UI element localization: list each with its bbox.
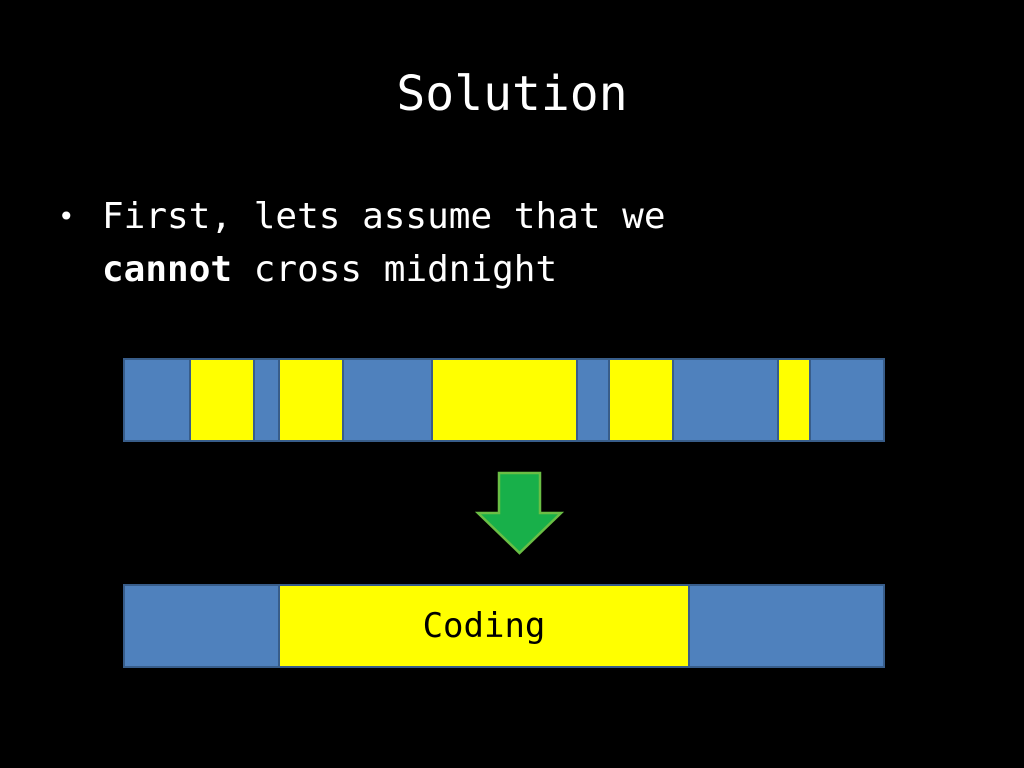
down-arrow-icon — [474, 471, 565, 555]
busy-block — [778, 360, 810, 440]
schedule-after-bar — [123, 584, 885, 668]
bullet-text: First, lets assume that we cannot cross … — [102, 190, 902, 296]
busy-block — [279, 360, 343, 440]
bullet-marker: • — [58, 200, 75, 233]
schedule-before-bar — [123, 358, 885, 442]
bullet-bold-word: cannot — [102, 249, 233, 290]
coding-block-label: Coding — [422, 606, 546, 646]
bullet-text-end: cross midnight — [232, 249, 558, 290]
slide-title: Solution — [396, 66, 628, 122]
bullet-text-start: First, lets assume that we — [102, 196, 666, 237]
coding-block — [279, 586, 689, 666]
busy-block — [190, 360, 254, 440]
busy-block — [432, 360, 577, 440]
busy-block — [609, 360, 673, 440]
